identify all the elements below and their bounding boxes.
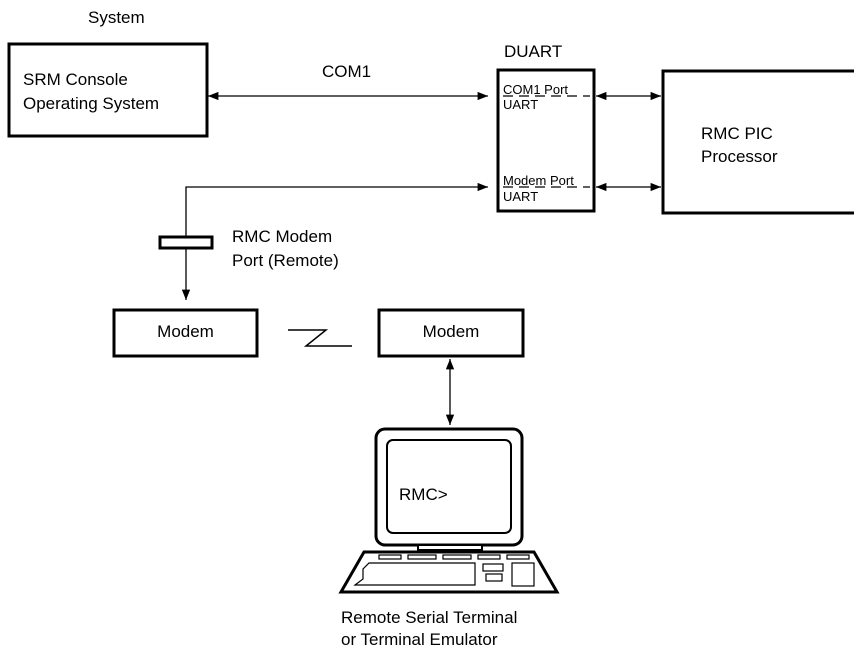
system-label: System — [88, 8, 145, 27]
terminal-caption-line2: or Terminal Emulator — [341, 630, 498, 649]
monitor-neck — [417, 544, 483, 551]
modem-port-connector — [158, 235, 214, 250]
modem-port-label-line2: Port (Remote) — [232, 251, 339, 270]
key — [477, 554, 501, 560]
cursor-keys — [482, 563, 504, 572]
monitor-screen — [386, 439, 512, 534]
terminal-icon — [338, 427, 560, 594]
modem-left-box — [112, 308, 259, 358]
numeric-pad — [511, 562, 535, 587]
modem-right-label: Modem — [422, 322, 480, 341]
modem-port-label-line1: RMC Modem — [232, 227, 333, 246]
modem-link-zigzag — [288, 329, 352, 347]
duart-com1-uart-label: UART — [503, 97, 539, 112]
duart-com1-port-label: COM1 Port — [503, 82, 569, 97]
main-key-block — [353, 562, 476, 586]
duart-title: DUART — [504, 42, 563, 61]
com1-label: COM1 — [322, 62, 372, 81]
key — [407, 554, 437, 560]
srm-console-label-line2: Operating System — [23, 94, 160, 113]
rmc-pic-label-line2: Processor — [701, 147, 778, 166]
srm-console-label-line1: SRM Console — [23, 70, 128, 89]
rmc-pic-label-line1: RMC PIC — [701, 124, 773, 143]
duart-modem-uart-label: UART — [503, 189, 539, 204]
key — [442, 554, 472, 560]
key — [378, 554, 402, 560]
terminal-caption-line1: Remote Serial Terminal — [341, 608, 518, 627]
cursor-keys — [485, 573, 503, 582]
modem-right-box — [377, 308, 525, 358]
rmc-pic-box — [661, 69, 854, 215]
modem-left-label: Modem — [157, 322, 214, 341]
duart-box — [496, 68, 596, 213]
key — [506, 554, 530, 560]
srm-console-box — [7, 42, 209, 138]
duart-modem-port-label: Modem Port — [503, 173, 574, 188]
modem-port-line — [181, 182, 488, 300]
terminal-prompt: RMC> — [399, 485, 448, 504]
